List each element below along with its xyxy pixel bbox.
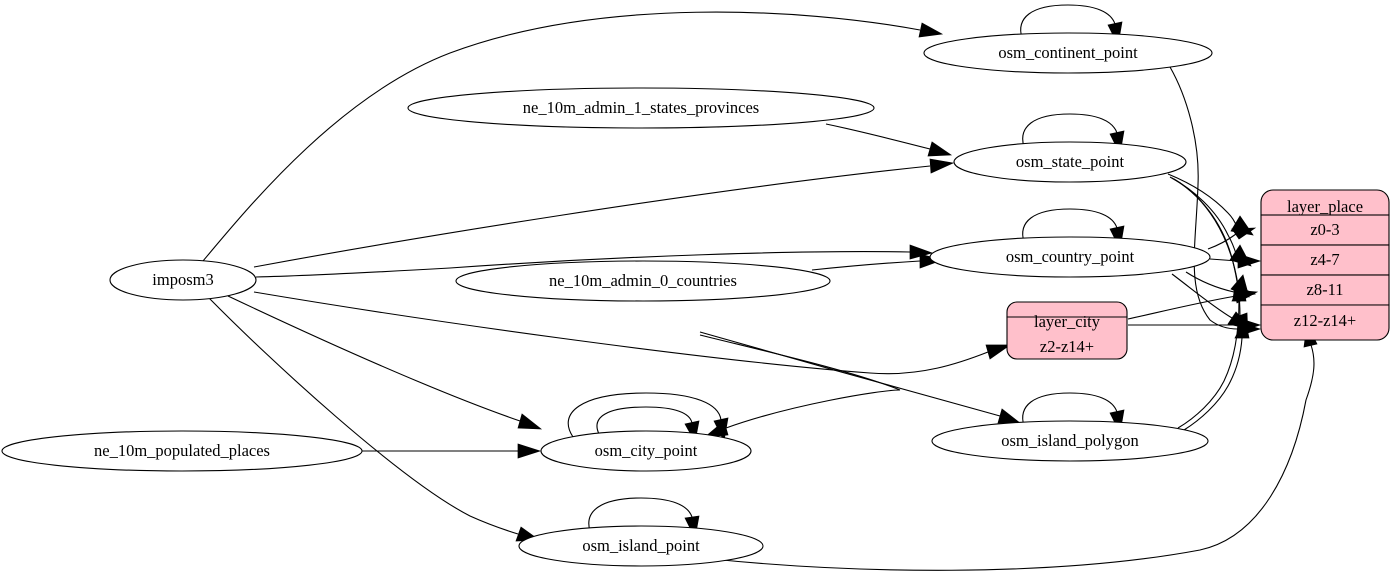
node-osm-state-point[interactable]: osm_state_point	[953, 141, 1187, 183]
node-imposm3[interactable]: imposm3	[109, 259, 257, 301]
node-layer-city[interactable]: layer_city z2-z14+	[1006, 301, 1128, 360]
edge-osm-city-point-self-loop-outer	[567, 392, 729, 443]
layer-place-row-z0-3[interactable]: z0-3	[1310, 220, 1339, 239]
node-ne-countries-label: ne_10m_admin_0_countries	[549, 271, 737, 290]
edge-imposm3-to-osm-continent-point	[202, 11, 944, 262]
node-ne-populated-label: ne_10m_populated_places	[94, 441, 270, 460]
node-osm-island-polygon[interactable]: osm_island_polygon	[931, 420, 1209, 462]
edge-ne-countries-to-osm-city-point	[699, 334, 901, 438]
edge-osm-country-point-to-layer-place-z0-3	[1207, 227, 1257, 250]
edge-ne-populated-to-osm-city-point	[362, 443, 542, 459]
node-osm-island-polygon-label: osm_island_polygon	[1001, 431, 1139, 450]
edge-osm-island-polygon-to-layer-place-z8-11	[1177, 279, 1247, 429]
layer-city-title: layer_city	[1034, 312, 1101, 331]
layer-place-row-z4-7[interactable]: z4-7	[1310, 250, 1339, 269]
edge-ne-states-to-osm-state-point	[825, 123, 953, 157]
node-ne-10m-populated-places[interactable]: ne_10m_populated_places	[1, 430, 363, 472]
edge-osm-country-point-to-layer-place-z4-7	[1209, 253, 1262, 269]
edge-ne-countries-to-osm-country-point	[811, 253, 944, 271]
layer-place-row-z8-11[interactable]: z8-11	[1307, 280, 1344, 299]
edge-country-to-island-polygon	[699, 331, 1022, 424]
nodes-layer: imposm3 ne_10m_admin_1_states_provinces …	[1, 32, 1390, 567]
layer-place-row-z12-z14[interactable]: z12-z14+	[1294, 311, 1356, 330]
edge-imposm3-to-layer-city	[253, 291, 1012, 375]
node-imposm3-label: imposm3	[152, 270, 213, 289]
node-osm-island-point[interactable]: osm_island_point	[518, 525, 764, 567]
node-osm-city-point[interactable]: osm_city_point	[540, 430, 752, 472]
node-osm-continent-point[interactable]: osm_continent_point	[923, 32, 1213, 74]
node-osm-island-point-label: osm_island_point	[582, 536, 700, 555]
node-ne-10m-admin-0-countries[interactable]: ne_10m_admin_0_countries	[455, 260, 831, 302]
node-osm-continent-point-label: osm_continent_point	[998, 43, 1138, 62]
edge-imposm3-to-osm-state-point	[253, 158, 955, 268]
node-osm-country-point[interactable]: osm_country_point	[929, 236, 1211, 278]
edge-osm-island-polygon-to-layer-place-z12	[1183, 316, 1250, 431]
layer-city-row-z2-z14[interactable]: z2-z14+	[1040, 337, 1094, 356]
node-osm-city-point-label: osm_city_point	[595, 441, 698, 460]
layer-place-title: layer_place	[1287, 197, 1363, 216]
node-ne-states-label: ne_10m_admin_1_states_provinces	[523, 98, 759, 117]
edge-imposm3-to-osm-island-point	[208, 297, 541, 542]
node-osm-country-point-label: osm_country_point	[1006, 247, 1135, 266]
node-ne-10m-admin-1-states-provinces[interactable]: ne_10m_admin_1_states_provinces	[407, 87, 875, 129]
node-layer-place[interactable]: layer_place z0-3 z4-7 z8-11 z12-z14+	[1260, 189, 1390, 341]
edge-imposm3-to-osm-city-point	[227, 295, 543, 430]
node-osm-state-point-label: osm_state_point	[1016, 152, 1125, 171]
